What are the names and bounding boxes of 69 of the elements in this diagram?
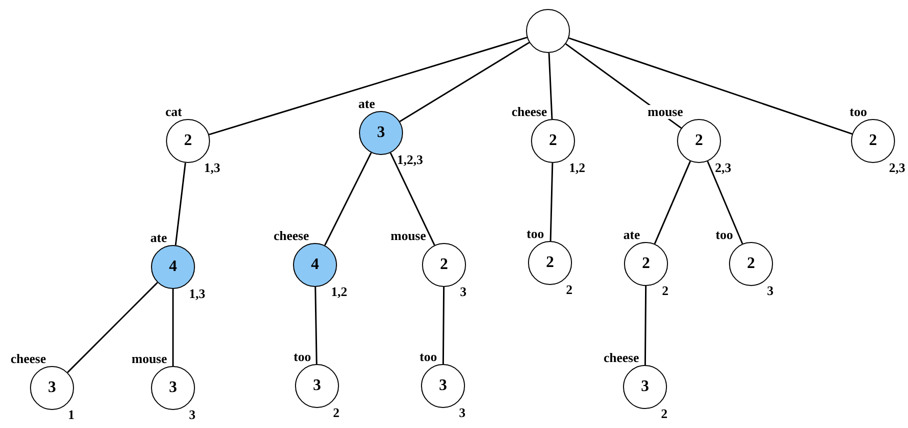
tree-edge (442, 287, 445, 364)
tree-node-circle (422, 243, 466, 287)
sentence-ids-label: 1 (68, 408, 74, 422)
tree-edge (172, 289, 174, 366)
sentence-ids-label: 1,3 (189, 287, 206, 301)
tree-node-circle (151, 366, 195, 410)
node-count: 2 (440, 257, 448, 273)
tree-node-circle (166, 119, 210, 163)
tree-node-circle (421, 364, 465, 408)
tree-node-circle (295, 364, 339, 408)
sentence-ids-label: 2,3 (715, 161, 732, 175)
sentence-ids-label: 2 (662, 284, 668, 298)
sentence-ids-label: 1,2,3 (397, 153, 423, 167)
tree-edge (654, 160, 691, 244)
sentence-ids-label: 3 (459, 406, 466, 420)
word-label: mouse (648, 105, 683, 119)
tree-edge (399, 42, 530, 122)
node-count: 3 (313, 378, 321, 394)
node-count: 2 (695, 133, 703, 149)
tree-edge (644, 286, 647, 365)
tree-node-circle (293, 243, 337, 287)
tree-edge (208, 36, 528, 136)
sentence-ids-label: 2 (333, 406, 340, 420)
node-count: 4 (311, 257, 319, 273)
tree-edge (67, 282, 158, 373)
tree-edge (174, 162, 186, 246)
node-count: 2 (549, 133, 557, 149)
tree-node-circle (359, 111, 403, 155)
node-count: 3 (641, 379, 649, 395)
sentence-ids-label: 1,2 (331, 285, 348, 299)
tree-node-circle (623, 365, 667, 409)
word-label: cheese (512, 105, 547, 119)
tree-edge (390, 152, 436, 246)
tree-edge (324, 152, 372, 246)
node-count: 3 (439, 378, 447, 394)
tree-node-circle (526, 9, 570, 53)
tree-node-circle (151, 245, 195, 289)
tree-edge (568, 37, 852, 135)
tree-node-circle (729, 242, 773, 286)
sentence-ids-label: 3 (460, 285, 466, 299)
tree-node-circle (30, 366, 74, 410)
sentence-ids-label: 3 (189, 408, 196, 422)
node-count: 2 (184, 133, 192, 149)
sentence-ids-label: 2 (661, 407, 668, 421)
tree-edge (550, 162, 554, 242)
node-count: 3 (169, 380, 177, 396)
tree-node-circle (531, 119, 575, 163)
sentence-ids-label: 2,3 (889, 161, 906, 175)
tree-node-circle (624, 242, 668, 286)
tree-node-circle (677, 119, 721, 163)
tree-edge (314, 286, 318, 364)
word-label: cheese (274, 229, 309, 243)
tree-node-circle (851, 119, 895, 163)
sentence-ids-label: 2 (566, 283, 572, 297)
node-count: 2 (546, 255, 554, 271)
word-label: cheese (10, 352, 46, 366)
sentence-ids-label: 1,2 (569, 161, 586, 175)
node-count: 2 (747, 256, 755, 272)
tree-edge (706, 160, 744, 244)
node-count: 4 (169, 259, 177, 275)
node-count: 2 (642, 256, 650, 272)
node-count: 3 (377, 125, 385, 141)
node-count: 2 (869, 133, 877, 149)
sentence-ids-label: 1,3 (204, 161, 220, 175)
word-label: cheese (604, 351, 639, 365)
sentence-ids-label: 3 (767, 284, 774, 298)
tree-node-circle (528, 241, 572, 285)
tree-edge (548, 52, 553, 120)
node-count: 3 (48, 380, 56, 396)
